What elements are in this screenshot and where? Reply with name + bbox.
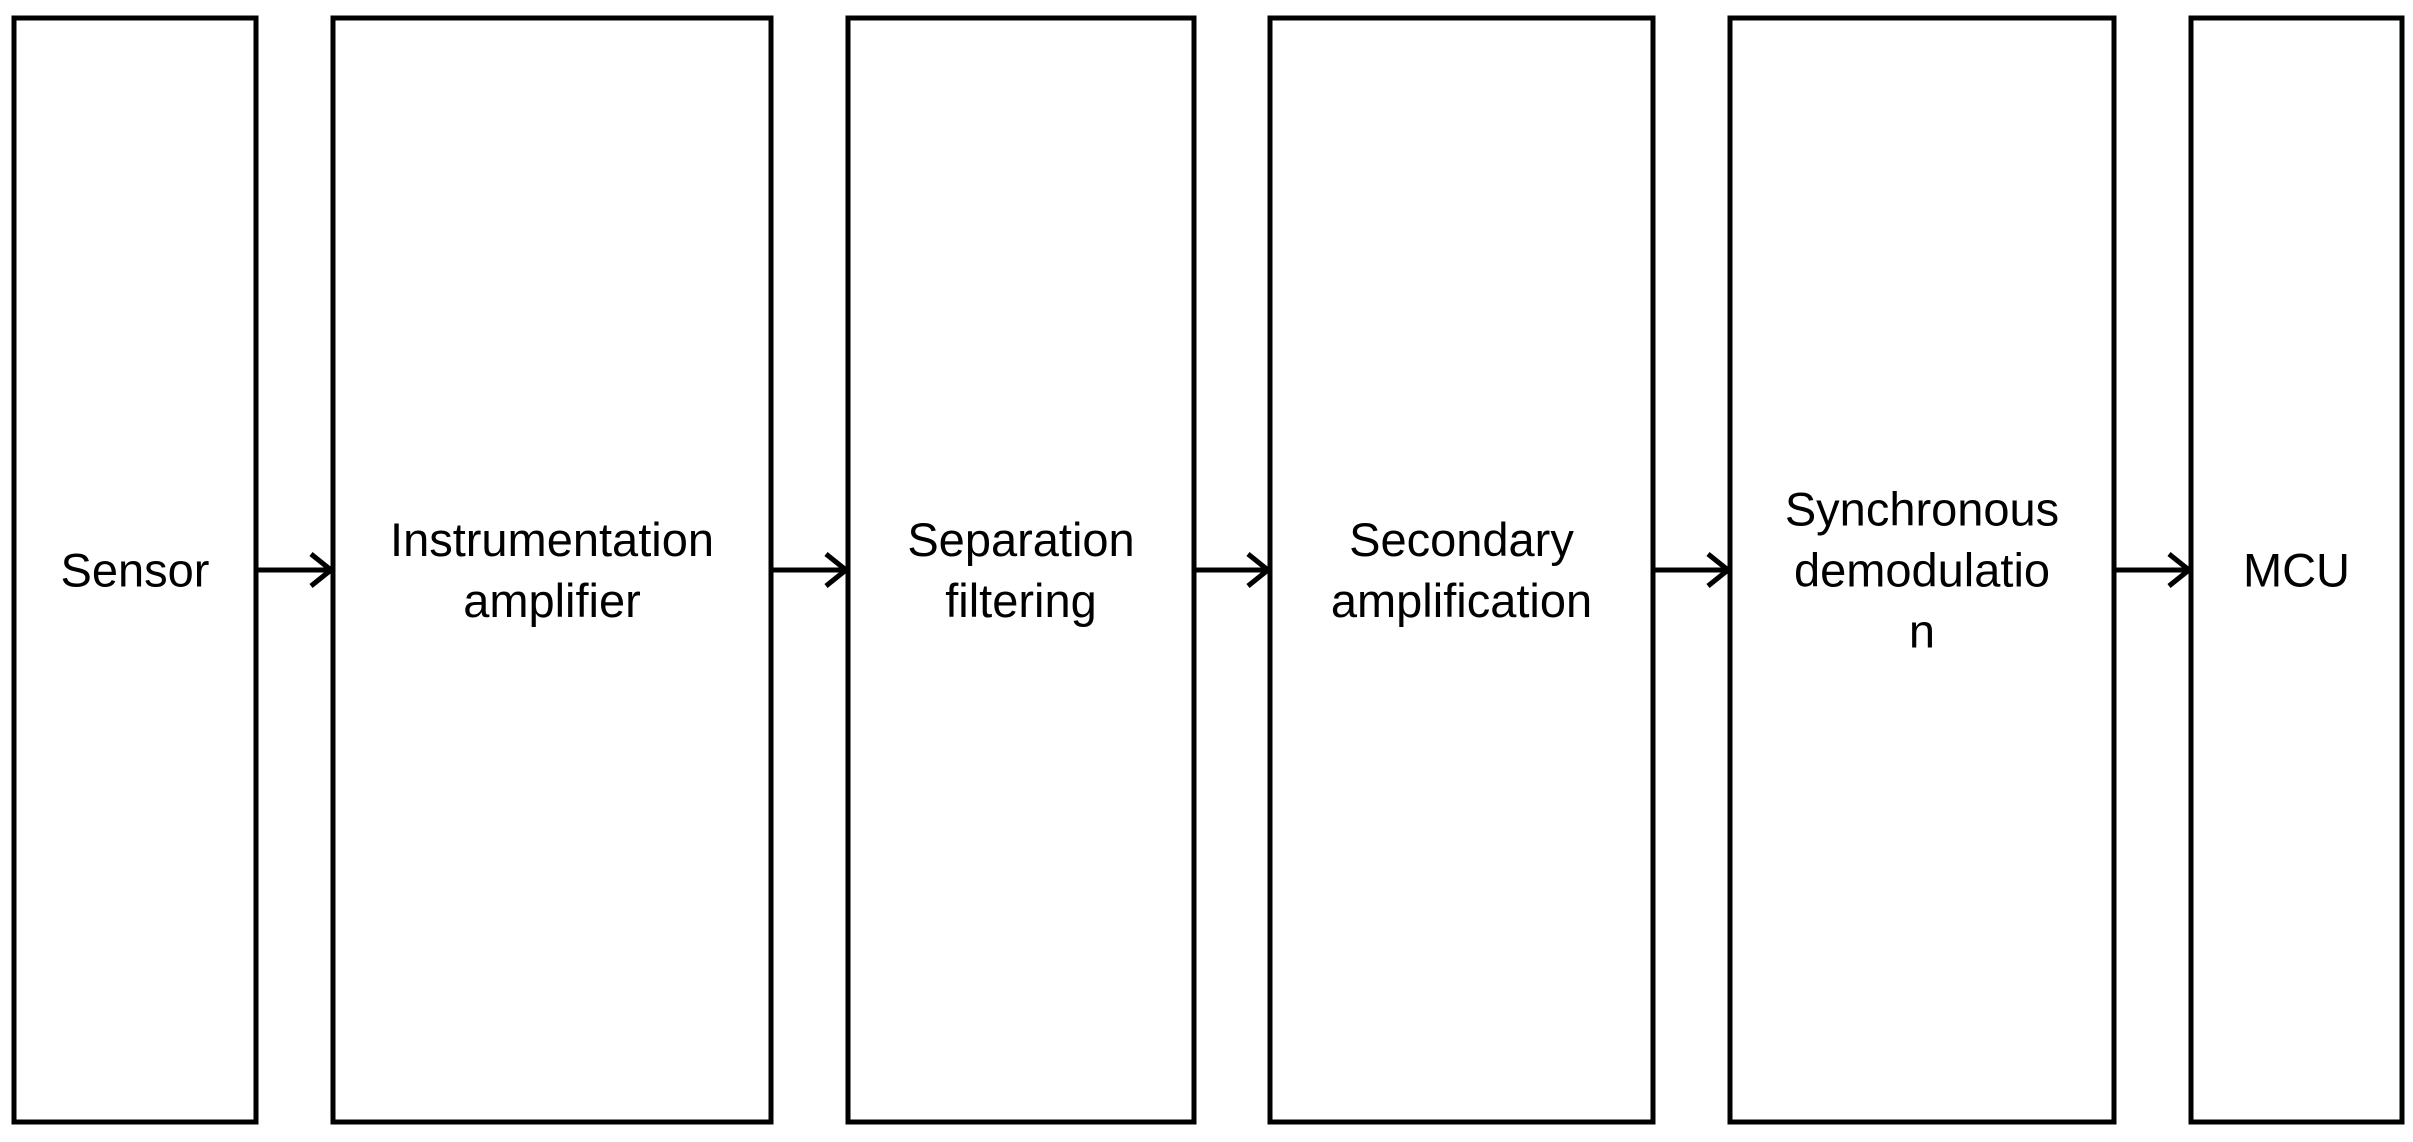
block-sensor: Sensor xyxy=(11,15,259,1125)
block-mcu-label-line-1: MCU xyxy=(2243,544,2350,597)
arrow-synchronous-demodulation-to-mcu xyxy=(2114,552,2194,588)
arrow-head-icon xyxy=(309,552,336,588)
block-secondary-amplification-box xyxy=(1267,15,1656,1125)
block-instrumentation-amplifier-label-line-1: Instrumentation xyxy=(390,513,714,566)
block-separation-filtering-box xyxy=(845,15,1197,1125)
arrow-sensor-to-instrumentation-amplifier xyxy=(256,552,336,588)
arrow-head-icon xyxy=(1246,552,1273,588)
blocks-layer: Sensor Instrumentation amplifier Separation… xyxy=(11,15,2405,1125)
block-synchronous-demodulation-label-line-2: demodulatio xyxy=(1794,544,2050,597)
arrow-instrumentation-amplifier-to-separation-filtering xyxy=(771,552,851,588)
block-synchronous-demodulation-box xyxy=(1727,15,2117,1125)
arrow-separation-filtering-to-secondary-amplification xyxy=(1194,552,1273,588)
block-separation-filtering-label-line-2: filtering xyxy=(945,574,1097,627)
arrow-head-icon xyxy=(824,552,851,588)
arrows-layer xyxy=(256,552,2194,588)
arrow-head-icon xyxy=(1706,552,1733,588)
arrow-secondary-amplification-to-synchronous-demodulation xyxy=(1653,552,1733,588)
block-instrumentation-amplifier-box xyxy=(330,15,774,1125)
arrow-head-icon xyxy=(2167,552,2194,588)
block-instrumentation-amplifier: Instrumentation amplifier xyxy=(330,15,774,1125)
block-instrumentation-amplifier-label-line-2: amplifier xyxy=(463,574,641,627)
block-separation-filtering: Separation filtering xyxy=(845,15,1197,1125)
block-secondary-amplification-label-line-1: Secondary xyxy=(1349,513,1574,566)
block-secondary-amplification-label-line-2: amplification xyxy=(1331,574,1592,627)
block-synchronous-demodulation-label-line-3: n xyxy=(1909,605,1935,658)
block-synchronous-demodulation-label-line-1: Synchronous xyxy=(1785,483,2059,536)
block-sensor-box xyxy=(11,15,259,1125)
block-synchronous-demodulation: Synchronous demodulatio n xyxy=(1727,15,2117,1125)
block-mcu: MCU xyxy=(2188,15,2405,1125)
block-secondary-amplification: Secondary amplification xyxy=(1267,15,1656,1125)
block-mcu-box xyxy=(2188,15,2405,1125)
block-sensor-label-line-1: Sensor xyxy=(61,544,210,597)
block-separation-filtering-label-line-1: Separation xyxy=(907,513,1134,566)
